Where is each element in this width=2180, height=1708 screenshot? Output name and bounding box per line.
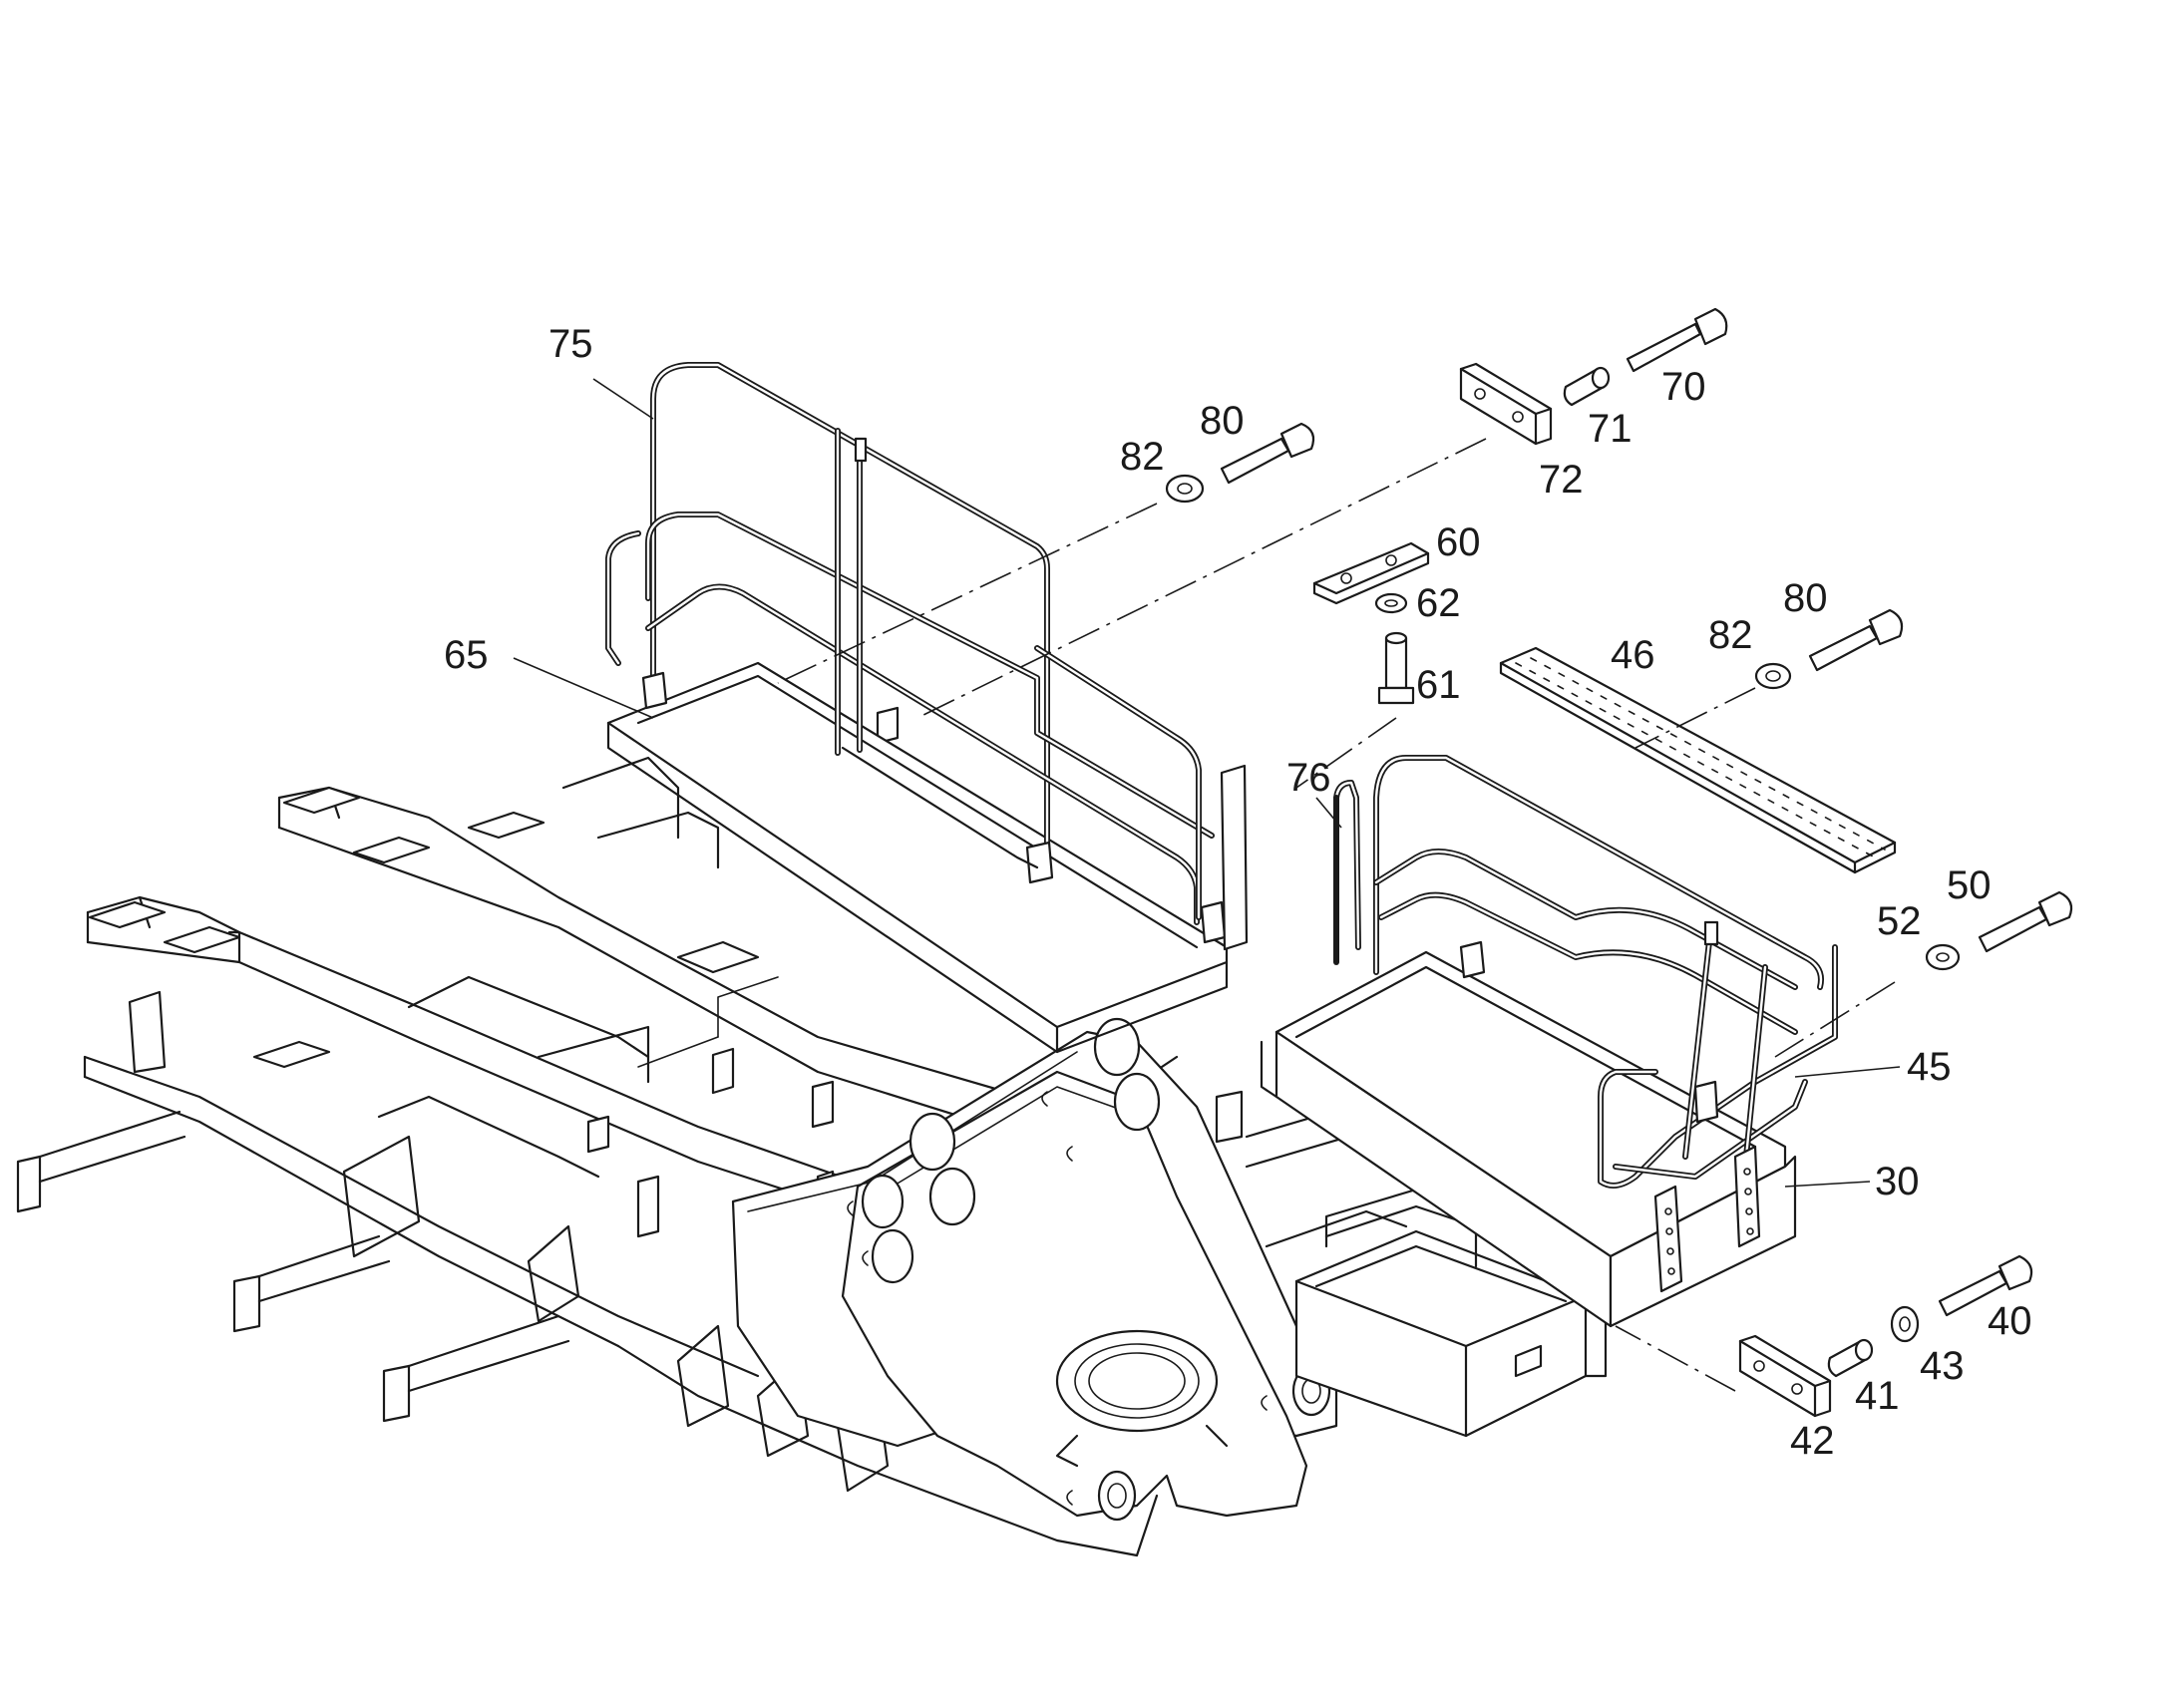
callout-43: 43 xyxy=(1920,1344,1965,1388)
callout-70: 70 xyxy=(1661,365,1706,409)
callout-42: 42 xyxy=(1790,1419,1835,1463)
callout-72: 72 xyxy=(1539,458,1584,502)
callout-40: 40 xyxy=(1988,1299,2032,1343)
right-railing xyxy=(1333,755,1838,1293)
loose-parts xyxy=(1165,307,2073,1418)
callout-50: 50 xyxy=(1947,863,1992,907)
callout-41: 41 xyxy=(1855,1374,1900,1418)
callout-80b: 80 xyxy=(1783,576,1828,620)
assembly-center-lines xyxy=(777,438,1896,1392)
callout-30: 30 xyxy=(1875,1160,1920,1203)
callout-82b: 82 xyxy=(1708,613,1753,657)
left-platform-tray xyxy=(606,661,1229,1054)
callout-75: 75 xyxy=(548,322,593,366)
plate-holes xyxy=(861,1017,1331,1522)
callout-52: 52 xyxy=(1877,899,1922,943)
callout-61: 61 xyxy=(1416,663,1461,707)
left-railing xyxy=(605,362,1361,960)
callout-65: 65 xyxy=(444,633,489,677)
callout-71: 71 xyxy=(1588,407,1633,451)
callout-45: 45 xyxy=(1907,1045,1952,1089)
callout-60: 60 xyxy=(1436,520,1481,564)
callout-76: 76 xyxy=(1286,756,1331,800)
callout-62: 62 xyxy=(1416,581,1461,625)
callout-82a: 82 xyxy=(1120,435,1165,479)
center-side-plates xyxy=(731,1017,1338,1522)
chassis-frame xyxy=(16,706,1244,1557)
callout-46: 46 xyxy=(1611,633,1655,677)
callout-labels: 75 80 82 72 71 70 60 62 61 65 46 82 80 7… xyxy=(444,322,2032,1463)
leader-lines xyxy=(513,378,1901,1188)
callout-80a: 80 xyxy=(1200,399,1245,443)
